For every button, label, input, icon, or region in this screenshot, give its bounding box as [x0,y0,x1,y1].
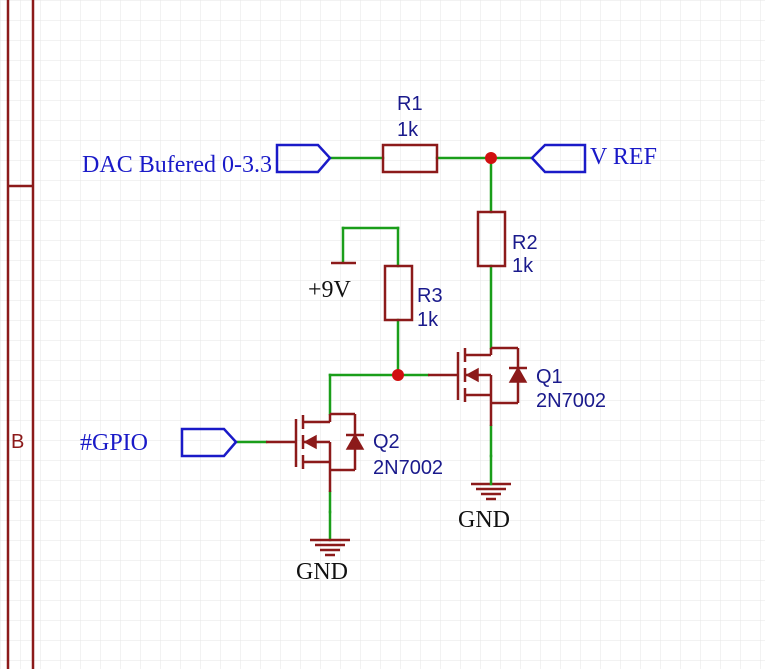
power-9v: +9V [308,261,356,303]
resistor-r2-ref: R2 [512,232,538,254]
ground-q2-label: GND [296,559,348,585]
resistor-r2-value: 1k [512,255,534,277]
resistor-r2: R2 1k [476,210,538,277]
mosfet-q2-value: 2N7002 [373,457,443,479]
mosfet-q1: Q1 2N7002 [428,346,606,426]
sheet-border: B [6,0,35,669]
mosfet-q1-arrow [465,367,479,383]
port-vref: V REF [530,143,657,174]
port-dac-in-shape [275,143,332,174]
resistor-r3-value: 1k [417,309,439,331]
port-dac-in: DAC Bufered 0-3.3 [82,143,332,178]
resistor-r2-body [476,210,507,268]
mosfet-q1-value: 2N7002 [536,390,606,412]
port-vref-shape [530,143,587,174]
ground-q2: GND [296,510,350,585]
mosfet-q2-arrow [303,434,317,450]
mosfet-q1-ref: Q1 [536,366,563,388]
resistor-r1-body [381,143,439,174]
resistor-r3-body [383,264,414,322]
resistor-r1: R1 1k [381,93,439,174]
mosfet-q2: Q2 2N7002 [266,412,443,492]
resistor-r1-value: 1k [397,119,419,141]
wires [234,156,534,514]
junction-gate-node [392,369,404,381]
ground-q1-label: GND [458,507,510,533]
mosfet-q2-diode-triangle [345,433,365,450]
mosfet-q1-diode-triangle [508,366,528,383]
port-vref-label: V REF [590,144,657,170]
port-gpio-label: #GPIO [80,430,148,456]
resistor-r3-ref: R3 [417,285,443,307]
port-dac-in-label: DAC Bufered 0-3.3 [82,152,272,178]
junction-vref-node [485,152,497,164]
port-gpio: #GPIO [80,427,238,458]
ground-q1: GND [458,454,511,533]
resistor-r1-ref: R1 [397,93,423,115]
port-gpio-shape [180,427,238,458]
sheet-zone-label: B [11,431,24,453]
power-9v-label: +9V [308,277,352,303]
resistor-r3: R3 1k [383,264,443,331]
mosfet-q2-ref: Q2 [373,431,400,453]
